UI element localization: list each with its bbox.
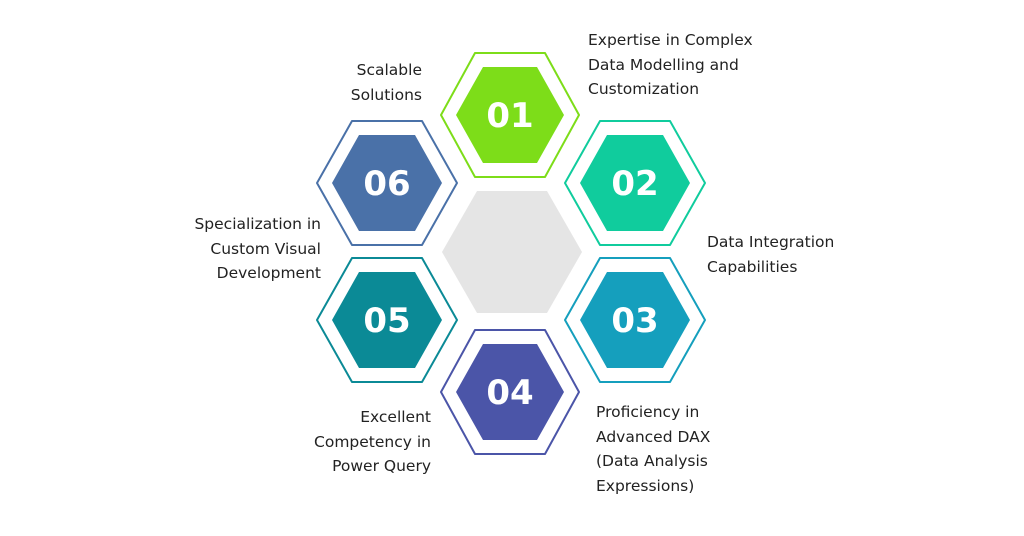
label-02: Data Integration Capabilities: [707, 233, 835, 276]
hexagon-05: 05: [316, 257, 458, 383]
hexagon-03-fill: [580, 272, 690, 368]
hexagon-03-number: 03: [611, 301, 658, 341]
hexagon-01-outline: [440, 52, 580, 178]
hexagon-05-fill: [332, 272, 442, 368]
hexagon-02-number: 02: [611, 164, 658, 204]
hexagon-02-fill: [580, 135, 690, 231]
hexagon-03: 03: [564, 257, 706, 383]
hexagon-04-outline: [440, 329, 580, 455]
hexagon-01: 01: [440, 52, 580, 178]
hexagon-02: 02: [564, 120, 706, 246]
hexagon-06-number: 06: [363, 164, 410, 204]
hexagon-02-outline: [564, 120, 706, 246]
hexagon-04-fill: [456, 344, 564, 440]
label-03: Proficiency in Advanced DAX (Data Analys…: [596, 403, 711, 495]
hexagon-01-number: 01: [486, 96, 533, 136]
label-05: Specialization in Custom Visual Developm…: [194, 215, 321, 282]
hexagon-04: 04: [440, 329, 580, 455]
label-01: Expertise in Complex Data Modelling and …: [588, 31, 753, 98]
hexagon-03-outline: [564, 257, 706, 383]
hexagon-05-outline: [316, 257, 458, 383]
center-hexagon: [442, 191, 582, 313]
hexagon-06-outline: [316, 120, 458, 246]
hexagon-06-fill: [332, 135, 442, 231]
label-06: Scalable Solutions: [350, 61, 422, 104]
hexagon-01-fill: [456, 67, 564, 163]
hexagon-06: 06: [316, 120, 458, 246]
label-04: Excellent Competency in Power Query: [314, 408, 431, 475]
hexagon-04-number: 04: [486, 373, 533, 413]
hexagon-05-number: 05: [363, 301, 410, 341]
